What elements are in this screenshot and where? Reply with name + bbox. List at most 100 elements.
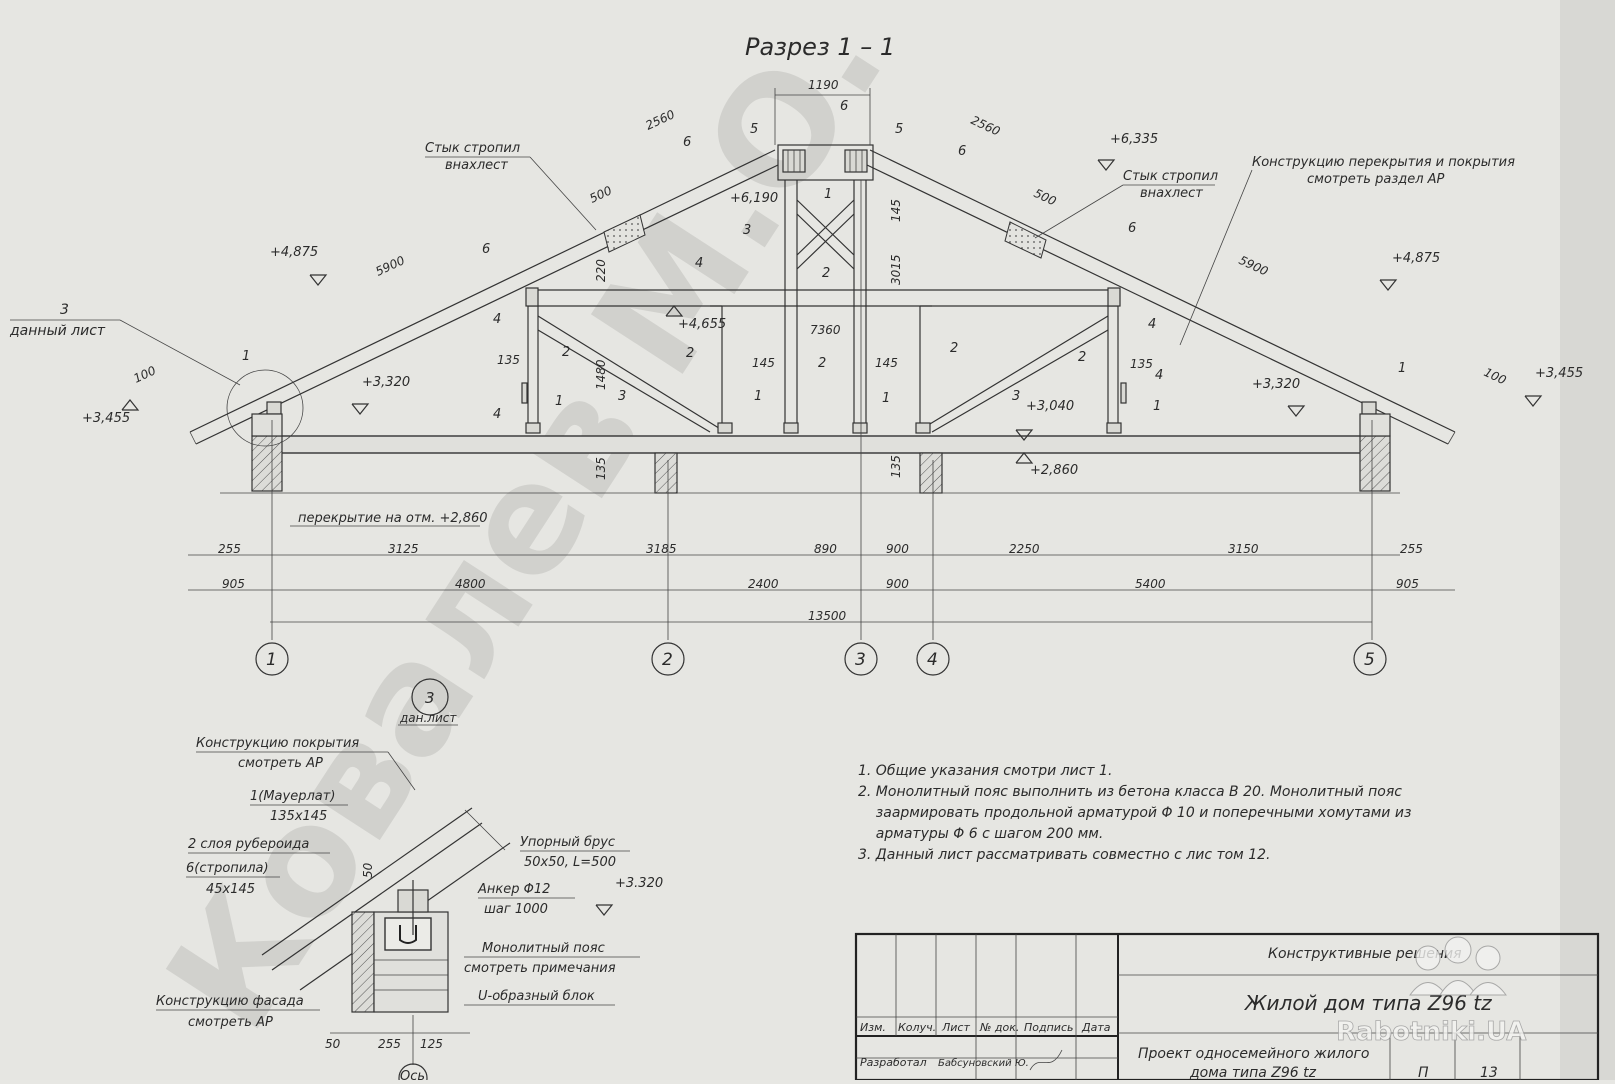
splice-right-line2: внахлест — [1140, 186, 1203, 201]
part-1-ridge: 1 — [824, 187, 832, 202]
note-3: 3. Данный лист рассматривать совместно с… — [858, 847, 1270, 863]
detail-ublock: U-образный блок — [478, 989, 595, 1004]
part-2-mid: 2 — [818, 356, 826, 371]
part-3-left: 3 — [618, 389, 626, 404]
stamp-developer-role: Разработал — [860, 1056, 927, 1069]
node-ref-text: данный лист — [9, 323, 106, 339]
part-4-right-b: 4 — [1155, 368, 1163, 383]
detail-number: 3 — [425, 689, 435, 707]
level-4875-left: +4,875 — [270, 245, 318, 260]
stamp-col-doc: № док. — [979, 1021, 1019, 1034]
part-3-center: 3 — [743, 223, 751, 238]
dim-row2-5: 905 — [1396, 577, 1419, 591]
cover-note-line2: смотреть раздел АР — [1307, 172, 1445, 187]
level-3320-left: +3,320 — [362, 375, 410, 390]
axis-2: 2 — [662, 650, 673, 670]
detail-brus-1: Упорный брус — [520, 835, 615, 850]
dim-1480: 1480 — [594, 359, 608, 390]
detail-sheet: дан.лист — [399, 711, 457, 725]
detail-level-3320: +3.320 — [615, 876, 663, 891]
part-1-right-a: 1 — [1153, 399, 1161, 414]
detail-anchor-2: шаг 1000 — [484, 902, 548, 917]
stamp-developer-name: Бабсуновский Ю. — [938, 1057, 1029, 1069]
splice-left-line1: Стык стропил — [425, 141, 520, 156]
floor-label: перекрытие на отм. +2,860 — [298, 511, 488, 526]
dim-1190: 1190 — [808, 78, 839, 92]
dim-row1-0: 255 — [218, 542, 241, 556]
part-1-mid-b: 1 — [882, 391, 890, 406]
stamp-col-sign: Подпись — [1024, 1021, 1073, 1034]
part-1-mid-a: 1 — [754, 389, 762, 404]
dim-row2-1: 4800 — [455, 577, 486, 591]
detail-mauerlat-2: 135х145 — [270, 809, 327, 824]
detail-anchor-1: Анкер Φ12 — [477, 882, 550, 897]
dim-row1-2: 3185 — [646, 542, 677, 556]
part-4-left-b: 4 — [493, 407, 501, 422]
detail-belt-1: Монолитный пояс — [482, 941, 605, 956]
splice-right-line1: Стык стропил — [1123, 169, 1218, 184]
detail-dim-125: 125 — [420, 1037, 443, 1051]
level-3455-left: +3,455 — [82, 411, 130, 426]
dim-145-vertical: 145 — [889, 199, 903, 222]
part-5-right: 5 — [895, 122, 903, 137]
dim-row1-1: 3125 — [388, 542, 419, 556]
detail-facade-1: Конструкцию фасада — [156, 994, 304, 1009]
detail-ruberoid: 2 слоя рубероида — [188, 837, 309, 852]
dim-135-right-bottom: 135 — [889, 455, 903, 478]
stamp-col-izm: Изм. — [860, 1021, 886, 1034]
part-6-ridge: 6 — [840, 99, 848, 114]
dim-row1-5: 2250 — [1009, 542, 1040, 556]
detail-dim-50: 50 — [325, 1037, 341, 1051]
part-3-right: 3 — [1012, 389, 1020, 404]
part-1-node: 1 — [242, 349, 250, 364]
dim-145-left: 145 — [752, 356, 775, 370]
dim-135-right-top: 135 — [1130, 357, 1153, 371]
level-2860: +2,860 — [1030, 463, 1078, 478]
detail-dim-255: 255 — [378, 1037, 401, 1051]
stamp-col-list: Лист — [941, 1021, 970, 1034]
detail-cover-1: Конструкцию покрытия — [196, 736, 359, 751]
dim-total: 13500 — [808, 609, 847, 623]
stamp-stage: П — [1418, 1065, 1429, 1080]
note-2: 2. Монолитный пояс выполнить из бетона к… — [858, 784, 1402, 800]
part-5-left: 5 — [750, 122, 758, 137]
part-1-right-b: 1 — [1398, 361, 1406, 376]
part-6-right: 6 — [1128, 221, 1136, 236]
brand-text: Rabotniki.UA — [1336, 1017, 1526, 1047]
axis-3: 3 — [855, 650, 866, 670]
axis-bubbles: 1 2 3 4 5 — [255, 642, 1387, 676]
stamp-col-date: Дата — [1081, 1021, 1111, 1034]
level-3320-right: +3,320 — [1252, 377, 1300, 392]
part-4-right-a: 4 — [1148, 317, 1156, 332]
detail-rafter-2: 45х145 — [206, 882, 255, 897]
dim-row-1: 255 3125 3185 890 900 2250 3150 255 — [218, 542, 1423, 556]
detail-axis-label: Ось — [400, 1069, 425, 1080]
dim-135-left-bottom: 135 — [594, 457, 608, 480]
note-2-cont-b: арматуры Φ 6 с шагом 200 мм. — [858, 826, 1103, 842]
dim-row2-3: 900 — [886, 577, 909, 591]
level-3040: +3,040 — [1026, 399, 1074, 414]
part-6-left: 6 — [482, 242, 490, 257]
part-1-left: 1 — [555, 394, 563, 409]
detail-belt-2: смотреть примечания — [464, 961, 616, 976]
part-4-left-a: 4 — [493, 312, 501, 327]
axis-4: 4 — [927, 650, 938, 670]
dim-row1-3: 890 — [814, 542, 837, 556]
dim-row2-0: 905 — [222, 577, 245, 591]
level-4655: +4,655 — [678, 317, 726, 332]
stamp-project-2: дома типа Z96 tz — [1189, 1065, 1317, 1080]
part-6-right-top: 6 — [958, 144, 966, 159]
part-6-left-top: 6 — [683, 135, 691, 150]
section-title: Разрез 1 – 1 — [745, 33, 895, 61]
splice-left-line2: внахлест — [445, 158, 508, 173]
detail-brus-2: 50х50, L=500 — [524, 855, 616, 870]
detail-rafter-1: 6(стропила) — [186, 861, 269, 876]
part-4-top: 4 — [695, 256, 703, 271]
roof-structure — [189, 144, 1456, 494]
part-2-left-a: 2 — [562, 345, 570, 360]
dim-row2-4: 5400 — [1135, 577, 1166, 591]
dim-row1-4: 900 — [886, 542, 909, 556]
detail-dim-50-vertical: 50 — [361, 862, 375, 878]
dim-7360: 7360 — [810, 323, 841, 337]
